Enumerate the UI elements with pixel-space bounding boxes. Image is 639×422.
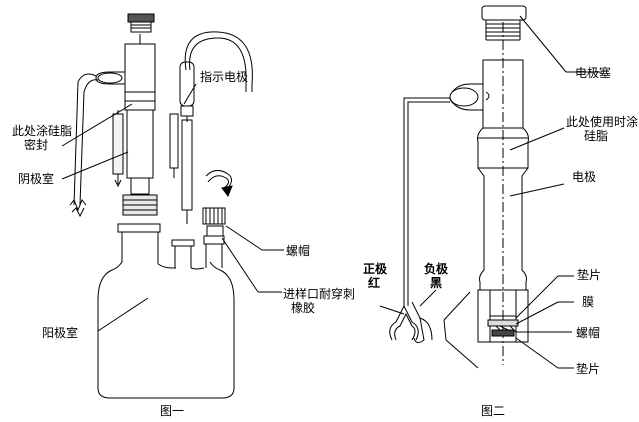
label-inlet-septum-2: 橡胶 [291,301,316,315]
fig2-electrode-body [449,59,529,290]
label-screw-cap-2: 螺帽 [576,326,601,340]
fig1-cathode-tube [69,34,158,218]
fig2-wires [389,97,450,344]
label-anode-chamber: 阳极室 [42,326,79,340]
label-positive-pole: 正极 [363,262,388,276]
fig1-inner-tube [112,110,124,188]
label-silicone-grease-seal-2: 密封 [24,138,49,152]
label-grease-here-2: 硅脂 [584,129,609,143]
fig2-plug [481,5,527,41]
label-negative-color: 黑 [430,276,443,290]
label-inlet-septum: 进样口耐穿刺 [283,287,356,301]
label-cathode-chamber: 阴极室 [18,172,55,186]
label-electrode-plug: 电极塞 [575,66,612,80]
label-negative-pole: 负极 [424,262,449,276]
label-screw-cap: 螺帽 [286,244,311,258]
fig1-leader-lines [61,83,284,332]
figure2-caption: 图二 [481,404,506,418]
fig1-screw-cap [202,207,226,237]
label-grease-here: 此处使用时涂 [566,115,639,129]
figure1-drawing [61,13,284,399]
label-positive-color: 红 [368,276,381,290]
fig1-rotation-arrow [205,170,233,198]
figure1-caption: 图一 [160,404,185,418]
label-gasket-bottom: 垫片 [576,362,601,376]
fig2-leader-lines [379,15,602,369]
label-electrode: 电极 [572,170,597,184]
label-gasket-top: 垫片 [577,268,602,282]
fig1-anode-flask [97,223,235,399]
label-silicone-grease-seal: 此处涂硅脂 [12,124,73,138]
fig1-top-plug [127,13,155,33]
label-membrane: 膜 [582,295,595,309]
figure2-drawing [379,5,602,369]
fig1-indicator-electrode [169,31,253,224]
label-indicator-electrode: 指示电极 [200,70,249,84]
